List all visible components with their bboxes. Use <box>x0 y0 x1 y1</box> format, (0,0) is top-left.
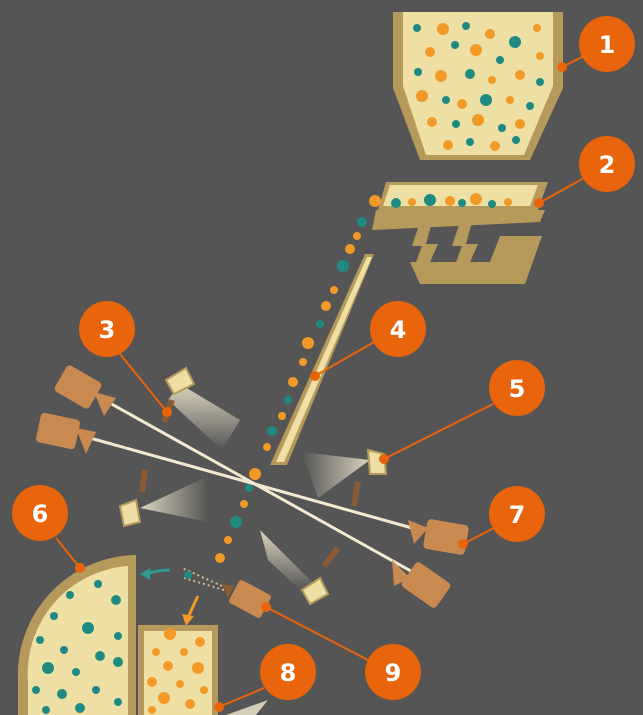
vibratory-feeder <box>369 182 548 284</box>
callout-7: 7 <box>489 486 545 542</box>
left-light <box>118 469 208 528</box>
hopper-particles <box>413 22 544 151</box>
callout-6-number: 6 <box>32 500 49 528</box>
bottom-right-camera <box>392 560 451 608</box>
callout-5-number: 5 <box>509 375 526 403</box>
falling-stream <box>337 217 367 272</box>
callout-9-number: 9 <box>385 659 402 687</box>
right-light <box>302 448 388 507</box>
bottom-light <box>260 530 341 606</box>
free-fall-particles <box>215 468 261 563</box>
callout-8-number: 8 <box>280 659 297 687</box>
callout-3-number: 3 <box>99 316 116 344</box>
callout-4-number: 4 <box>390 316 407 344</box>
camera-beams <box>89 400 419 577</box>
callout-3: 3 <box>79 301 135 357</box>
hopper <box>393 12 563 160</box>
left-camera <box>36 412 96 454</box>
accept-bin <box>138 625 268 715</box>
callout-2-number: 2 <box>599 151 616 179</box>
callout-2: 2 <box>579 136 635 192</box>
top-left-camera <box>54 365 116 416</box>
callout-1: 1 <box>579 16 635 72</box>
callout-8: 8 <box>260 644 316 700</box>
callout-9: 9 <box>365 644 421 700</box>
callout-leaders <box>55 55 585 712</box>
callout-4: 4 <box>370 301 426 357</box>
top-light <box>161 366 240 450</box>
callout-7-number: 7 <box>509 501 526 529</box>
ejector <box>140 567 271 626</box>
callout-5: 5 <box>489 360 545 416</box>
callout-6: 6 <box>12 485 68 541</box>
right-camera <box>408 519 469 555</box>
chute <box>263 254 374 465</box>
callout-1-number: 1 <box>599 31 616 59</box>
reject-bin <box>17 555 137 715</box>
